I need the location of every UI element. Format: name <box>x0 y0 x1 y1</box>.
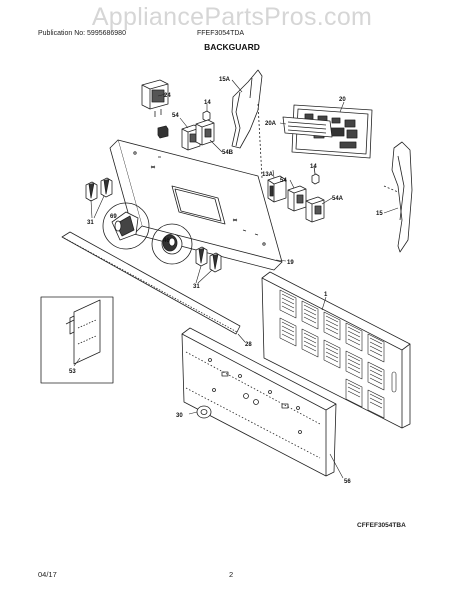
callout-31-left: 31 <box>87 220 94 226</box>
rocker-switch-part <box>141 79 169 117</box>
grommet-30 <box>196 405 212 419</box>
callout-13a: 13A <box>262 172 274 178</box>
rear-cover-vents <box>279 289 397 419</box>
callout-30: 30 <box>176 413 183 419</box>
page-number: 2 <box>229 570 234 579</box>
diagram-code: CFFEF3054TBA <box>357 522 406 529</box>
callout-53: 53 <box>69 369 76 375</box>
overlay-20a <box>282 116 333 138</box>
callout-28: 28 <box>245 342 252 348</box>
leader-lines <box>73 79 399 479</box>
rear-panel-56 <box>181 327 337 477</box>
callout-24: 24 <box>164 93 171 99</box>
callout-14: 14 <box>204 100 211 106</box>
knob-group-bottom <box>195 246 222 273</box>
callout-54a: 54A <box>332 196 344 202</box>
callout-19: 19 <box>287 260 294 266</box>
callout-15: 15 <box>376 211 383 217</box>
publication-number: Publication No: 5995686980 <box>38 30 126 37</box>
callout-54: 54 <box>172 113 179 119</box>
callout-labels: 24 14 54 54B 15A 20 20A 14 13A 54 54A 15… <box>69 77 383 485</box>
callout-15a: 15A <box>219 77 231 83</box>
callout-20: 20 <box>339 97 346 103</box>
callout-46: 46 <box>163 238 170 244</box>
control-panel <box>109 139 283 271</box>
callout-20a: 20A <box>265 121 277 127</box>
clip-part <box>202 110 211 122</box>
terminal-block-13a <box>267 175 287 203</box>
callout-1: 1 <box>324 292 328 298</box>
footer-date: 04/17 <box>38 570 57 579</box>
switch-block-54 <box>157 124 201 151</box>
knob-46-part <box>151 223 193 265</box>
callout-56: 56 <box>344 479 351 485</box>
callout-54-right: 54 <box>280 178 287 184</box>
model-number: FFEF3054TDA <box>197 30 245 37</box>
knob-69-part <box>102 202 150 250</box>
watermark: AppliancePartsPros.com <box>91 3 373 31</box>
inset-box-53 <box>40 296 114 384</box>
leader-line <box>313 165 316 175</box>
end-cap-15a <box>231 69 263 179</box>
end-cap-15 <box>383 141 413 253</box>
clip-part-right <box>311 173 320 185</box>
switch-block-54b <box>195 119 215 146</box>
callout-14-right: 14 <box>310 164 317 170</box>
trim-strip-part <box>61 231 241 335</box>
callout-54b: 54B <box>222 150 234 156</box>
knob-group-left <box>85 177 113 202</box>
page-title: BACKGUARD <box>204 42 260 52</box>
switch-block-right <box>287 185 325 223</box>
callout-69: 69 <box>110 214 117 220</box>
callout-31-bottom: 31 <box>193 284 200 290</box>
